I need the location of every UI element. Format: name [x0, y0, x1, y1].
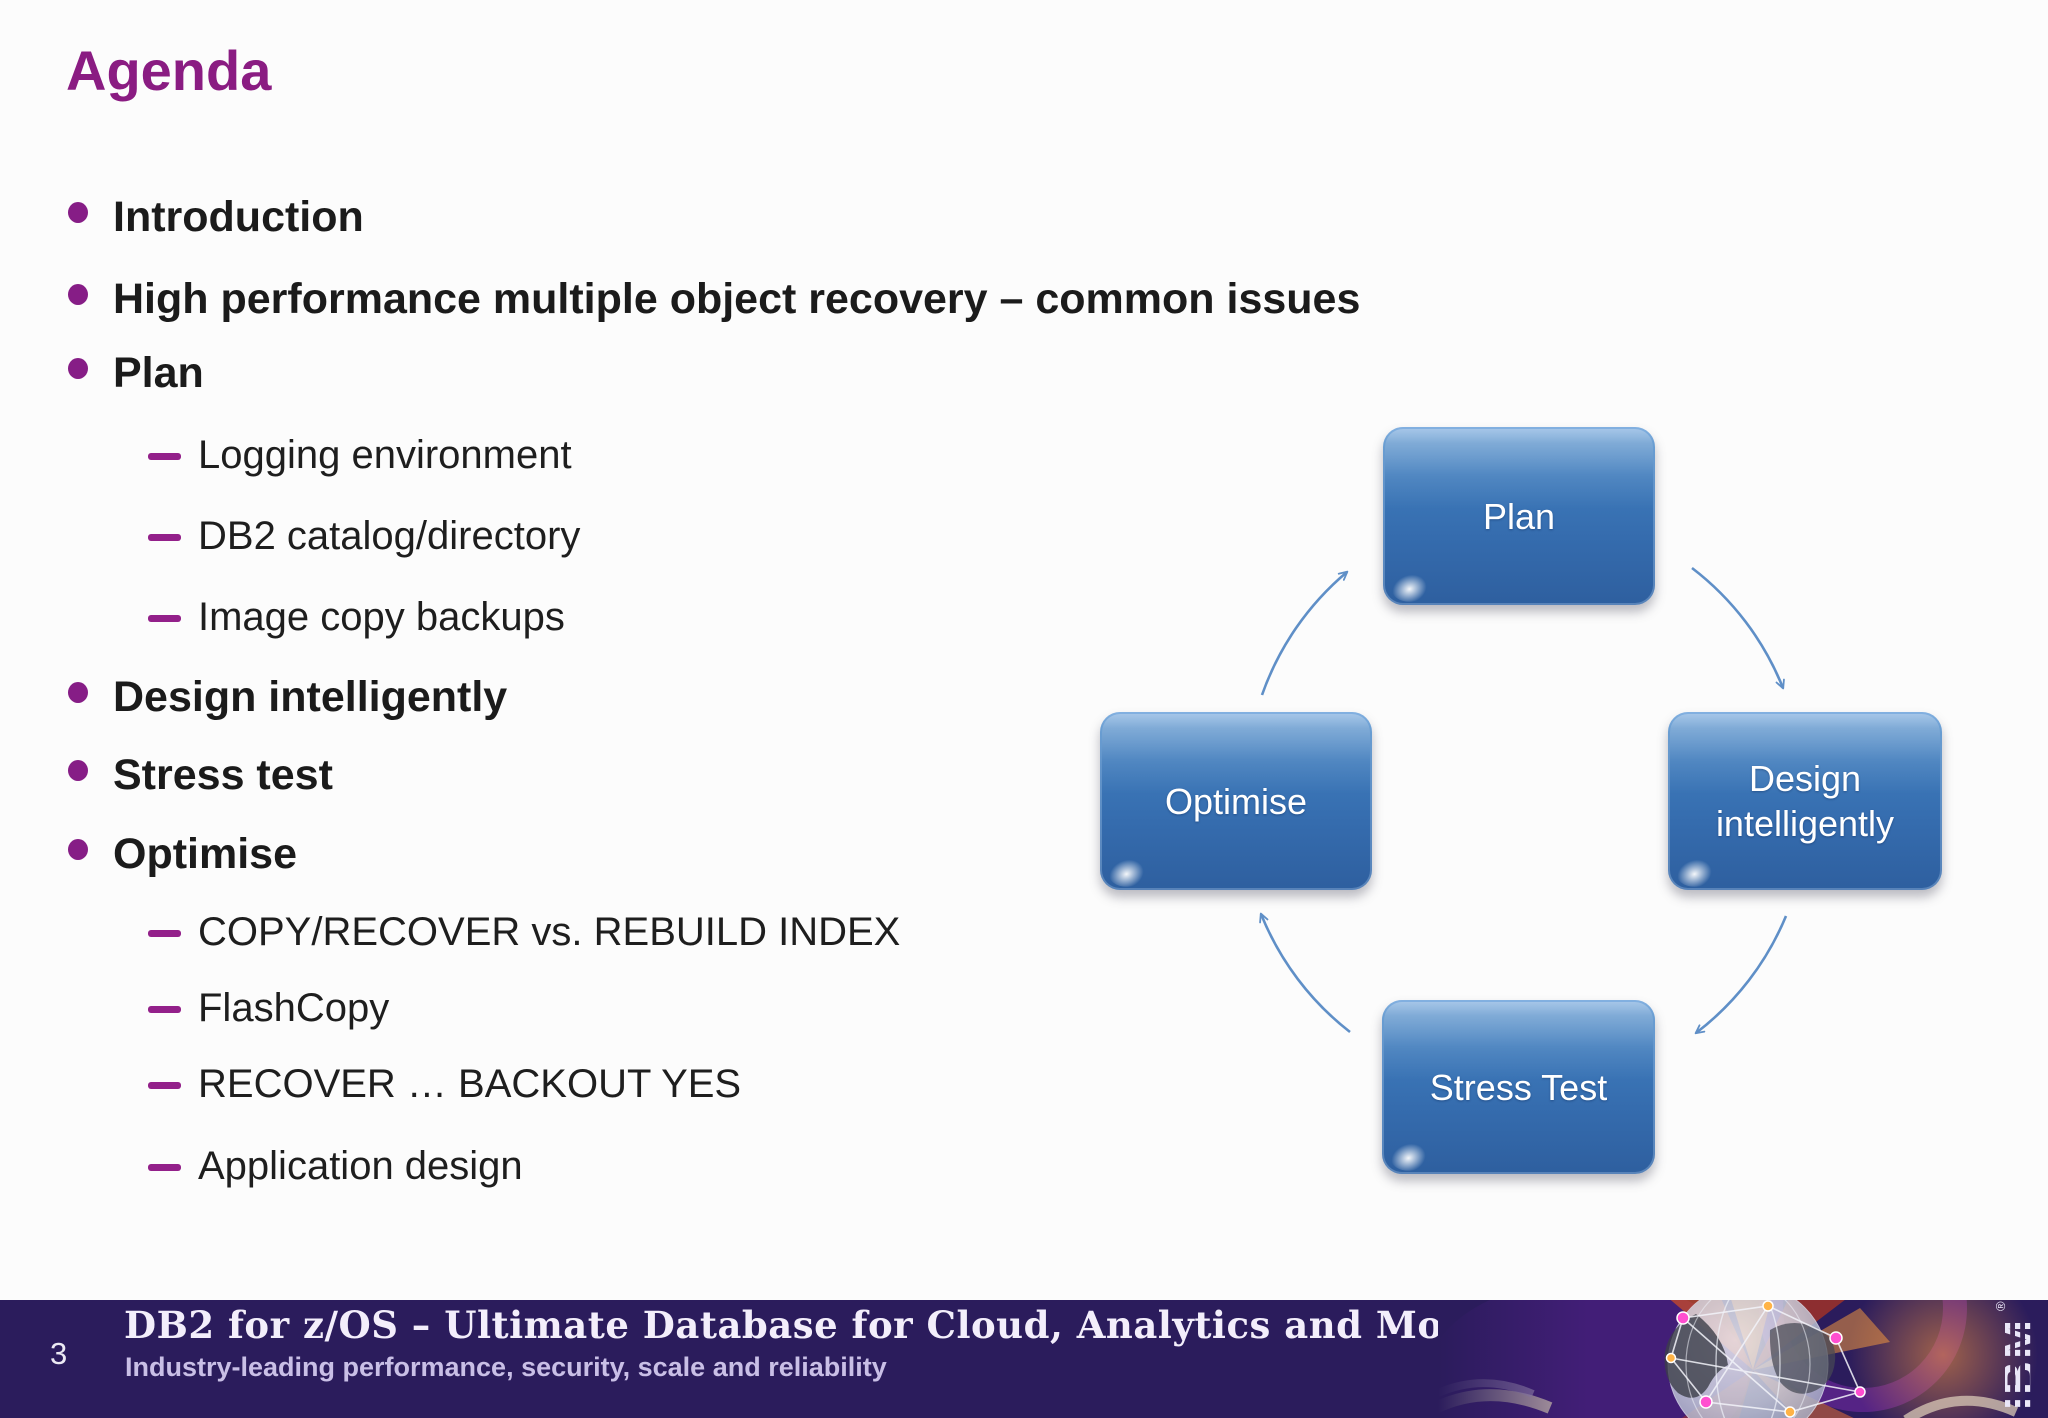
list-item-label: COPY/RECOVER vs. REBUILD INDEX	[198, 909, 901, 954]
list-item-label: FlashCopy	[198, 985, 390, 1030]
dash-icon	[148, 452, 181, 460]
svg-text:IBM: IBM	[1992, 1318, 2045, 1410]
footer-title: DB2 for z/OS – Ultimate Database for Clo…	[124, 1303, 1523, 1347]
list-item-label: Application design	[198, 1143, 523, 1188]
slide-canvas: Agenda Introduction High performance mul…	[0, 0, 2048, 1300]
list-item-label: Logging environment	[198, 432, 572, 477]
list-item: Image copy backups	[148, 589, 565, 645]
list-item-label: Stress test	[113, 750, 333, 799]
list-item: Introduction	[68, 189, 364, 245]
list-item: Application design	[148, 1138, 523, 1194]
list-item-label: DB2 catalog/directory	[198, 513, 581, 558]
node-label: Optimise	[1164, 780, 1308, 822]
dash-icon	[148, 929, 181, 937]
bullet-dot-icon	[68, 357, 88, 379]
list-item-label: Image copy backups	[198, 594, 565, 639]
list-item: Optimise	[68, 826, 297, 882]
globe-graphic: IBM ®	[1438, 1300, 2048, 1418]
diagram-node-design: Design intelligently	[1668, 712, 1942, 890]
list-item-label: Introduction	[113, 192, 364, 241]
list-item-label: RECOVER … BACKOUT YES	[198, 1061, 742, 1106]
list-item: RECOVER … BACKOUT YES	[148, 1056, 741, 1112]
dash-icon	[148, 533, 181, 541]
list-item-label: Optimise	[113, 829, 297, 878]
node-label: Plan	[1482, 495, 1556, 537]
node-label: Design intelligently	[1715, 758, 1895, 844]
dash-icon	[148, 1005, 181, 1013]
list-item: FlashCopy	[148, 980, 389, 1036]
footer-subtitle: Industry-leading performance, security, …	[125, 1352, 887, 1382]
list-item: Plan	[68, 345, 204, 401]
list-item: High performance multiple object recover…	[68, 271, 1360, 327]
dash-icon	[148, 614, 181, 622]
page-number: 3	[50, 1336, 68, 1371]
list-item: Logging environment	[148, 427, 572, 483]
list-item-label: Plan	[113, 348, 204, 397]
dash-icon	[148, 1163, 181, 1171]
list-item: Design intelligently	[68, 669, 507, 725]
cycle-diagram: Plan Design intelligently Stress Test Op…	[1050, 400, 2000, 1220]
cycle-arrow-icon	[1259, 566, 1788, 1035]
page-title: Agenda	[66, 39, 272, 102]
svg-text:®: ®	[1993, 1301, 2008, 1311]
list-item-label: Design intelligently	[113, 672, 508, 721]
node-label: Stress Test	[1429, 1066, 1608, 1108]
list-item: Stress test	[68, 747, 333, 803]
diagram-node-optimise: Optimise	[1100, 712, 1372, 890]
bullet-dot-icon	[68, 759, 88, 781]
list-item: COPY/RECOVER vs. REBUILD INDEX	[148, 904, 900, 960]
bullet-dot-icon	[68, 201, 88, 223]
diagram-node-stress: Stress Test	[1382, 1000, 1655, 1174]
dash-icon	[148, 1081, 181, 1089]
bullet-dot-icon	[68, 681, 88, 703]
bullet-dot-icon	[68, 283, 88, 305]
list-item-label: High performance multiple object recover…	[113, 274, 1361, 323]
bullet-dot-icon	[68, 838, 88, 860]
list-item: DB2 catalog/directory	[148, 508, 580, 564]
footer-bar: 3 DB2 for z/OS – Ultimate Database for C…	[0, 1300, 2048, 1418]
diagram-node-plan: Plan	[1383, 427, 1655, 605]
ibm-logo: IBM ®	[1992, 1301, 2045, 1410]
